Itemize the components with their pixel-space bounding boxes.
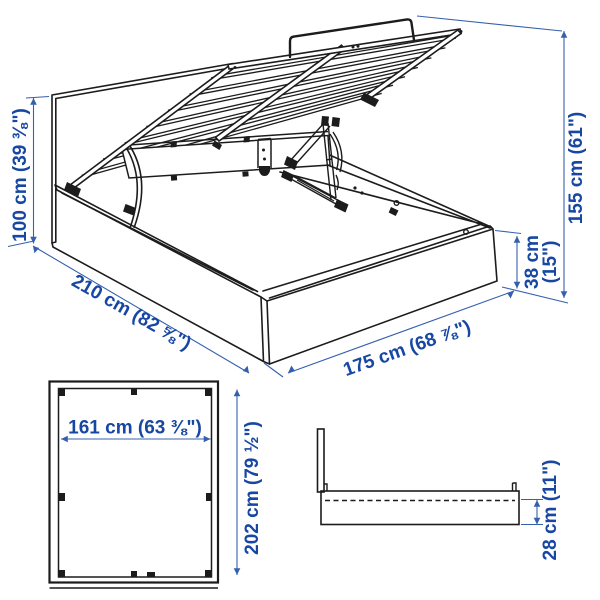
svg-text:202 cm (79 ½"): 202 cm (79 ½") [242,421,263,555]
svg-text:(15"): (15") [540,241,561,284]
svg-text:161 cm (63 ⅜"): 161 cm (63 ⅜") [68,418,202,439]
svg-text:38 cm: 38 cm [522,235,543,289]
svg-text:28 cm (11"): 28 cm (11") [540,460,561,561]
svg-text:155 cm (61"): 155 cm (61") [566,112,587,225]
svg-text:175 cm (68 ⅞"): 175 cm (68 ⅞") [341,317,474,381]
svg-text:100 cm (39 ⅜"): 100 cm (39 ⅜") [10,108,31,242]
